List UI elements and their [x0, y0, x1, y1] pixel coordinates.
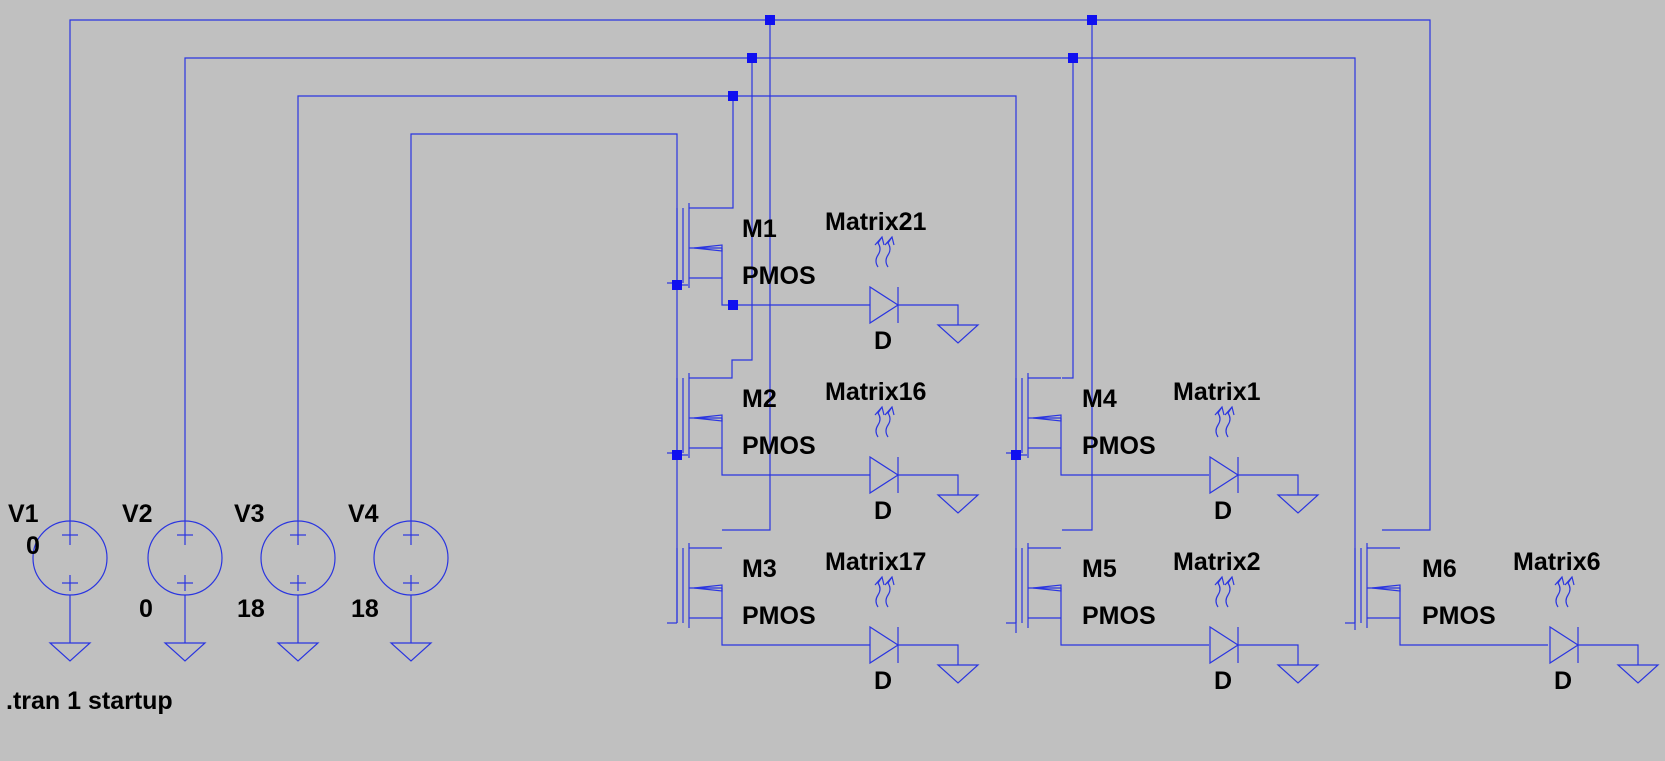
- wire-drop-m4[interactable]: [1062, 58, 1074, 379]
- junction-dot: [672, 450, 682, 460]
- mosfet-name-m3: M3: [742, 555, 777, 583]
- diode-model-m4: D: [1214, 497, 1232, 525]
- junction-dot: [672, 280, 682, 290]
- led-matrix21[interactable]: [869, 235, 980, 344]
- mosfet-model-m2: PMOS: [742, 432, 816, 460]
- junction-dot: [1068, 53, 1078, 63]
- source-value-v4: 18: [351, 595, 379, 623]
- led-name-matrix17: Matrix17: [825, 548, 926, 576]
- ground-v3: [276, 642, 320, 662]
- wires: [69, 19, 1431, 633]
- ground-v2: [163, 642, 207, 662]
- junction-dot: [747, 53, 757, 63]
- led-name-matrix1: Matrix1: [1173, 378, 1261, 406]
- voltage-source-v4[interactable]: [373, 520, 449, 662]
- spice-directive[interactable]: .tran 1 startup: [6, 687, 173, 715]
- source-name-v2: V2: [122, 500, 153, 528]
- mosfet-model-m5: PMOS: [1082, 602, 1156, 630]
- led-name-matrix21: Matrix21: [825, 208, 927, 236]
- wire-drain-m5[interactable]: [1060, 618, 1209, 646]
- source-value-v3: 18: [237, 595, 265, 623]
- wire-drop-m3[interactable]: [722, 20, 771, 531]
- voltage-source-v3[interactable]: [260, 520, 336, 662]
- diode-model-m3: D: [874, 667, 892, 695]
- led-matrix1[interactable]: [1209, 405, 1320, 514]
- ground-matrix16: [936, 494, 980, 514]
- ground-matrix2: [1276, 664, 1320, 684]
- mosfet-model-m4: PMOS: [1082, 432, 1156, 460]
- components: [32, 203, 1660, 684]
- wire-drop-m2[interactable]: [722, 58, 753, 379]
- junction-dot: [765, 15, 775, 25]
- junction-dot: [1087, 15, 1097, 25]
- led-name-matrix6: Matrix6: [1513, 548, 1601, 576]
- mosfet-name-m5: M5: [1082, 555, 1117, 583]
- led-matrix6[interactable]: [1549, 575, 1660, 684]
- junctions: [672, 15, 1097, 460]
- ground-matrix17: [936, 664, 980, 684]
- mosfet-name-m4: M4: [1082, 385, 1117, 413]
- led-matrix2[interactable]: [1209, 575, 1320, 684]
- wire-drain-m2[interactable]: [721, 448, 870, 476]
- ground-v4: [389, 642, 433, 662]
- ground-v1: [48, 642, 92, 662]
- source-name-v3: V3: [234, 500, 265, 528]
- voltage-source-v2[interactable]: [147, 520, 223, 662]
- pmos-m5[interactable]: [1006, 543, 1209, 646]
- source-name-v1: V1: [8, 500, 39, 528]
- ground-matrix6: [1616, 664, 1660, 684]
- wire-drop-m5[interactable]: [1062, 20, 1093, 531]
- junction-dot: [728, 91, 738, 101]
- ground-matrix21: [936, 324, 980, 344]
- wire-net-v1[interactable]: [69, 19, 1431, 545]
- junction-dot: [728, 300, 738, 310]
- mosfet-name-m2: M2: [742, 385, 777, 413]
- pmos-m3[interactable]: [667, 543, 870, 646]
- led-matrix17[interactable]: [869, 575, 980, 684]
- wire-drain-m4[interactable]: [1060, 448, 1209, 476]
- mosfet-model-m1: PMOS: [742, 262, 816, 290]
- diode-model-m2: D: [874, 497, 892, 525]
- mosfet-model-m6: PMOS: [1422, 602, 1496, 630]
- wire-drop-m1[interactable]: [722, 96, 734, 209]
- wire-drain-m1[interactable]: [721, 278, 870, 306]
- junction-dot: [1011, 450, 1021, 460]
- wire-net-v3[interactable]: [297, 95, 1017, 633]
- pmos-m4[interactable]: [1006, 373, 1209, 476]
- source-value-v1: 0: [26, 532, 40, 560]
- led-name-matrix2: Matrix2: [1173, 548, 1261, 576]
- diode-model-m5: D: [1214, 667, 1232, 695]
- wire-net-v4[interactable]: [410, 133, 678, 623]
- mosfet-name-m6: M6: [1422, 555, 1457, 583]
- diode-model-m6: D: [1554, 667, 1572, 695]
- led-name-matrix16: Matrix16: [825, 378, 926, 406]
- mosfet-name-m1: M1: [742, 215, 777, 243]
- ground-matrix1: [1276, 494, 1320, 514]
- source-value-v2: 0: [139, 595, 153, 623]
- mosfet-model-m3: PMOS: [742, 602, 816, 630]
- source-name-v4: V4: [348, 500, 379, 528]
- led-matrix16[interactable]: [869, 405, 980, 514]
- wire-drain-m6[interactable]: [1399, 618, 1548, 646]
- wire-drain-m3[interactable]: [721, 618, 870, 646]
- voltage-source-v1[interactable]: [32, 520, 108, 662]
- diode-model-m1: D: [874, 327, 892, 355]
- pmos-m6[interactable]: [1345, 543, 1548, 646]
